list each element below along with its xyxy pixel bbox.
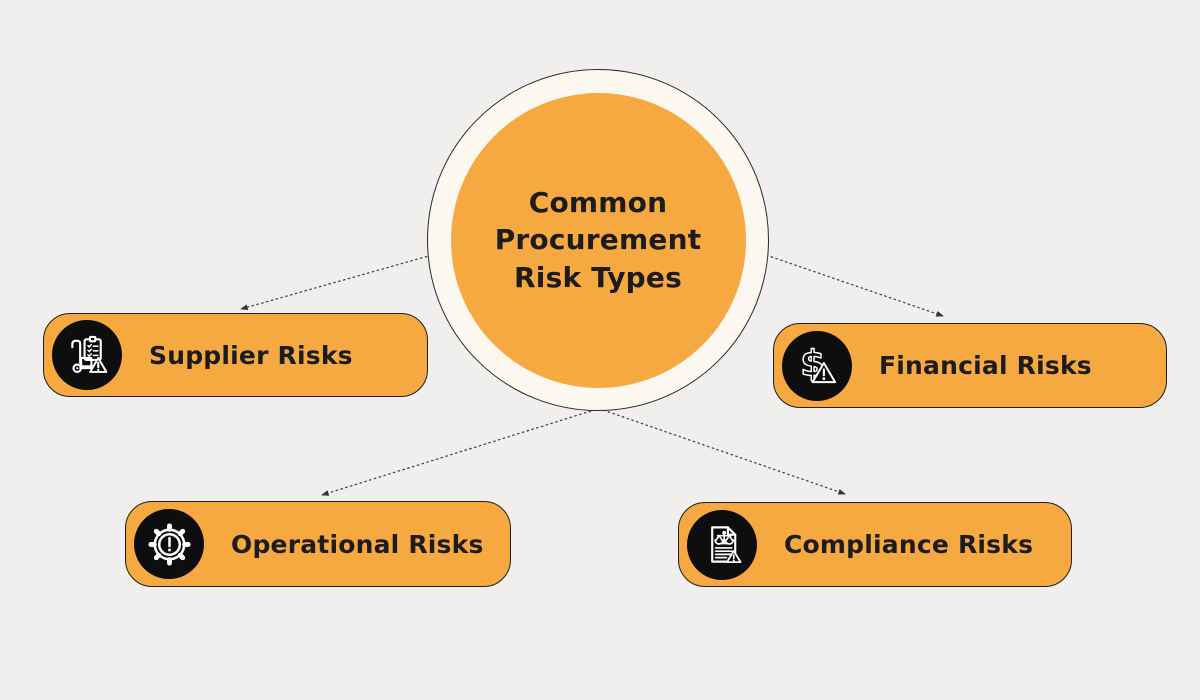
node-label-operational: Operational Risks: [231, 529, 484, 559]
document-scales-warning-icon: [687, 509, 757, 580]
diagram-title: Common Procurement Risk Types: [495, 184, 702, 296]
title-line: Common: [528, 186, 668, 220]
center-node-ring: Common Procurement Risk Types: [427, 69, 769, 411]
node-supplier-risks: Supplier Risks: [43, 313, 428, 397]
gear-exclamation-icon: [134, 509, 204, 579]
node-financial-risks: $ Financial Risks: [773, 323, 1167, 408]
title-line: Risk Types: [514, 260, 682, 294]
title-line: Procurement: [494, 223, 702, 257]
center-node-circle: Common Procurement Risk Types: [450, 92, 746, 388]
connector-center-to-operational: [321, 410, 592, 496]
node-label-supplier: Supplier Risks: [149, 340, 353, 370]
connector-center-to-compliance: [602, 409, 846, 495]
connector-center-to-supplier: [240, 254, 433, 311]
dollar-warning-icon: $: [782, 330, 852, 401]
node-operational-risks: Operational Risks: [125, 501, 511, 587]
node-compliance-risks: Compliance Risks: [678, 502, 1072, 587]
node-label-financial: Financial Risks: [879, 351, 1092, 380]
handtruck-clipboard-warning-icon: [52, 320, 122, 390]
node-label-compliance: Compliance Risks: [784, 530, 1034, 559]
connector-center-to-financial: [765, 254, 944, 317]
